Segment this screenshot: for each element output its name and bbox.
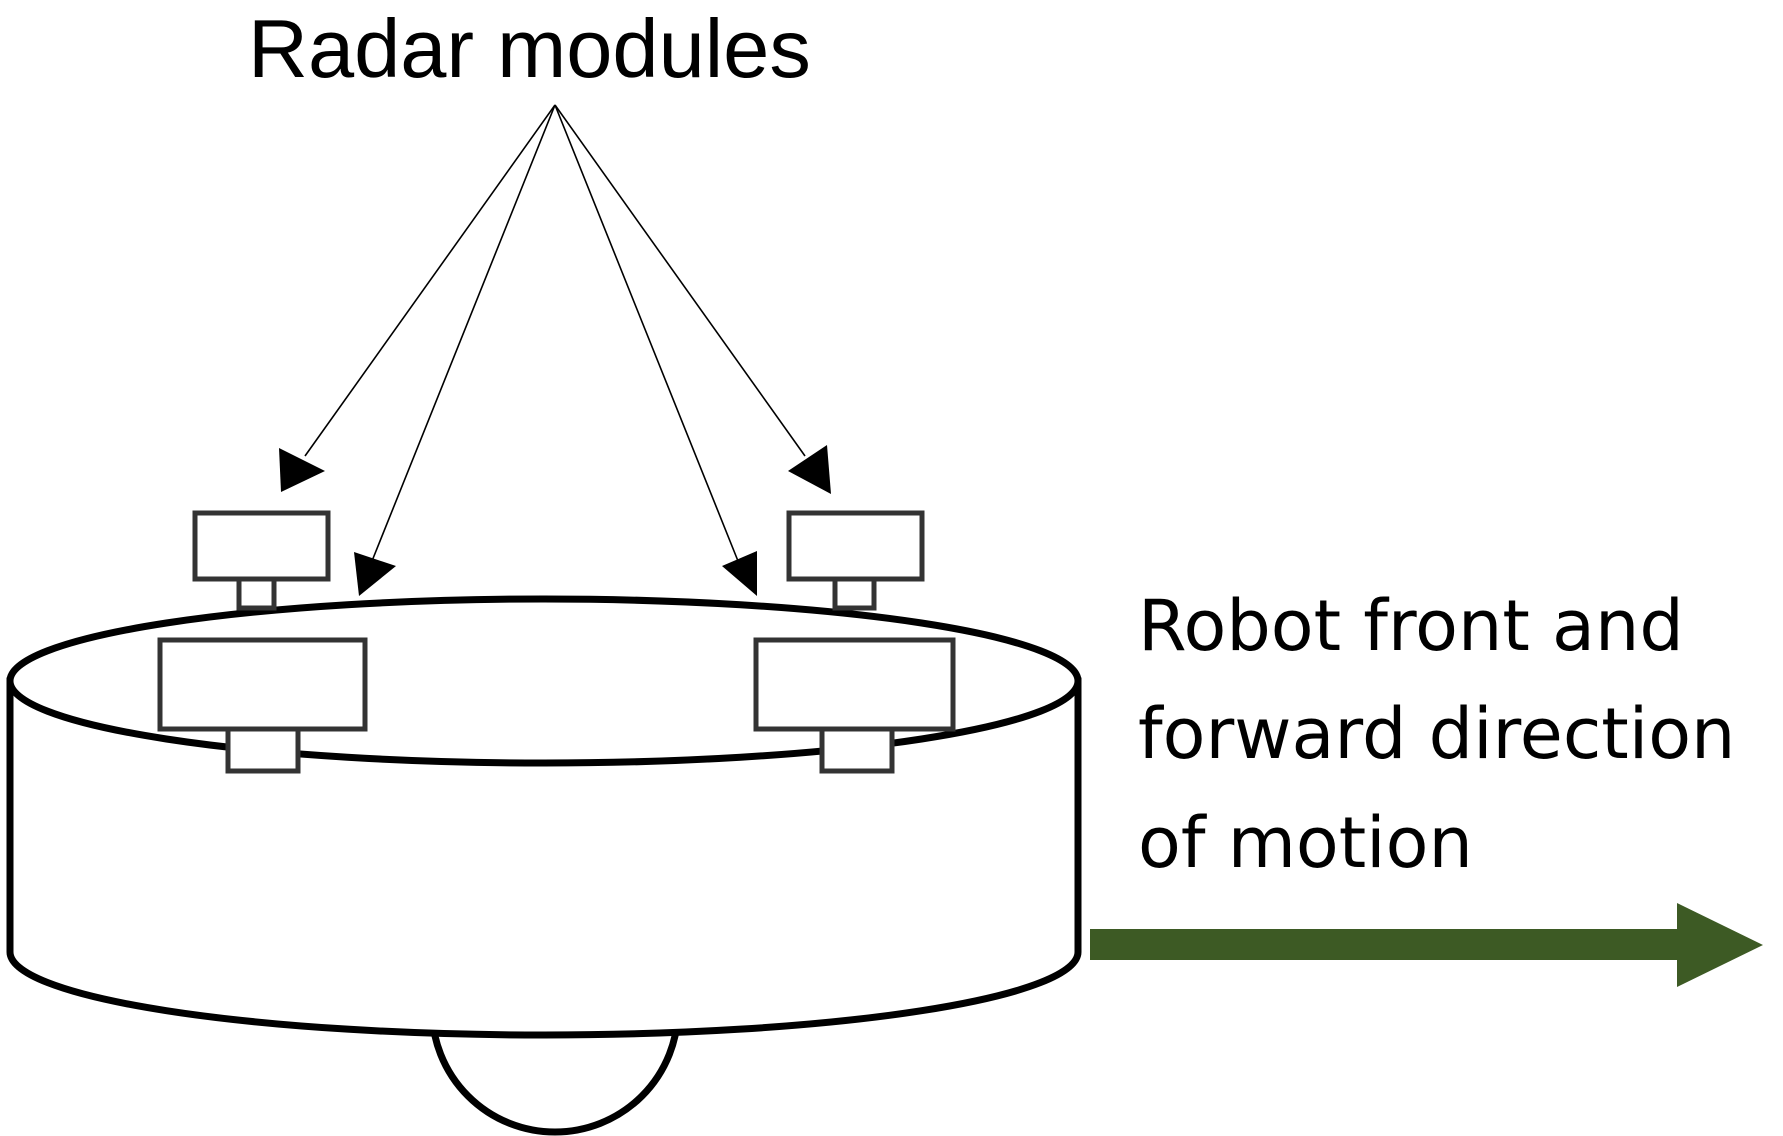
leader-line-4 [554, 104, 806, 457]
leader-arrowhead-1 [279, 448, 325, 492]
motion-label-line-3: of motion [1138, 802, 1473, 884]
radar-module-right-rear [786, 510, 925, 611]
leader-arrowhead-2 [354, 552, 396, 596]
radar-modules-label: Radar modules [248, 2, 811, 95]
leader-line-3 [554, 104, 739, 562]
leader-arrows [279, 104, 831, 596]
motion-label-line-1: Robot front and [1138, 585, 1684, 667]
leader-line-2 [371, 104, 556, 562]
forward-direction-arrow [1090, 903, 1763, 987]
radar-module-right-front [753, 637, 956, 774]
leader-arrowhead-4 [788, 445, 831, 494]
forward-arrow-shaft [1090, 929, 1680, 960]
leader-arrowhead-3 [722, 551, 757, 596]
leader-line-1 [304, 104, 556, 457]
radar-module-left-front [157, 637, 368, 774]
radar-module-left-rear [192, 510, 331, 611]
motion-label-line-2: forward direction [1138, 693, 1735, 775]
forward-arrow-head [1677, 903, 1763, 987]
